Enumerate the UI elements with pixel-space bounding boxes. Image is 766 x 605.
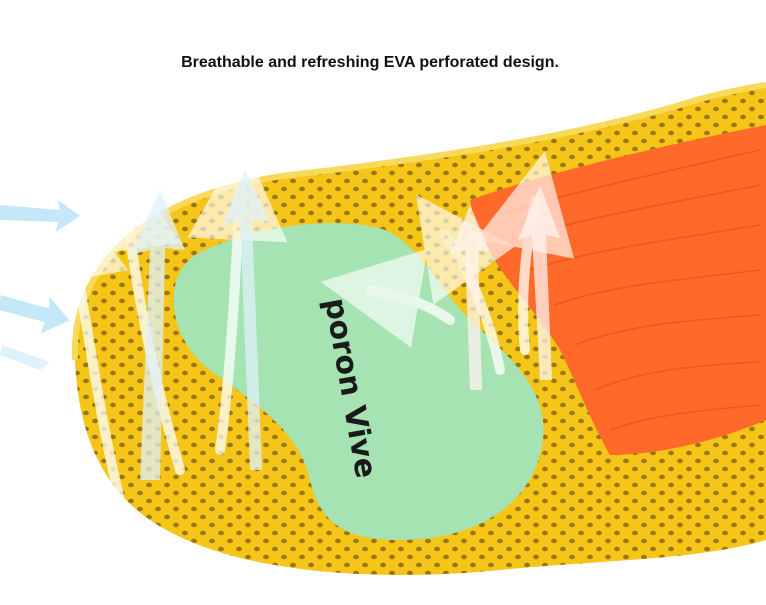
outflow-arrow bbox=[0, 200, 80, 232]
page-title: Breathable and refreshing EVA perforated… bbox=[181, 54, 559, 71]
airflow-arrow bbox=[29, 180, 129, 505]
outflow-arrow bbox=[0, 295, 70, 334]
airflow-arrow bbox=[320, 248, 455, 348]
outflow-arrows bbox=[0, 200, 80, 370]
vent-arrows bbox=[130, 170, 560, 480]
outflow-arrow bbox=[0, 345, 50, 370]
airflow-arrow bbox=[187, 140, 288, 455]
